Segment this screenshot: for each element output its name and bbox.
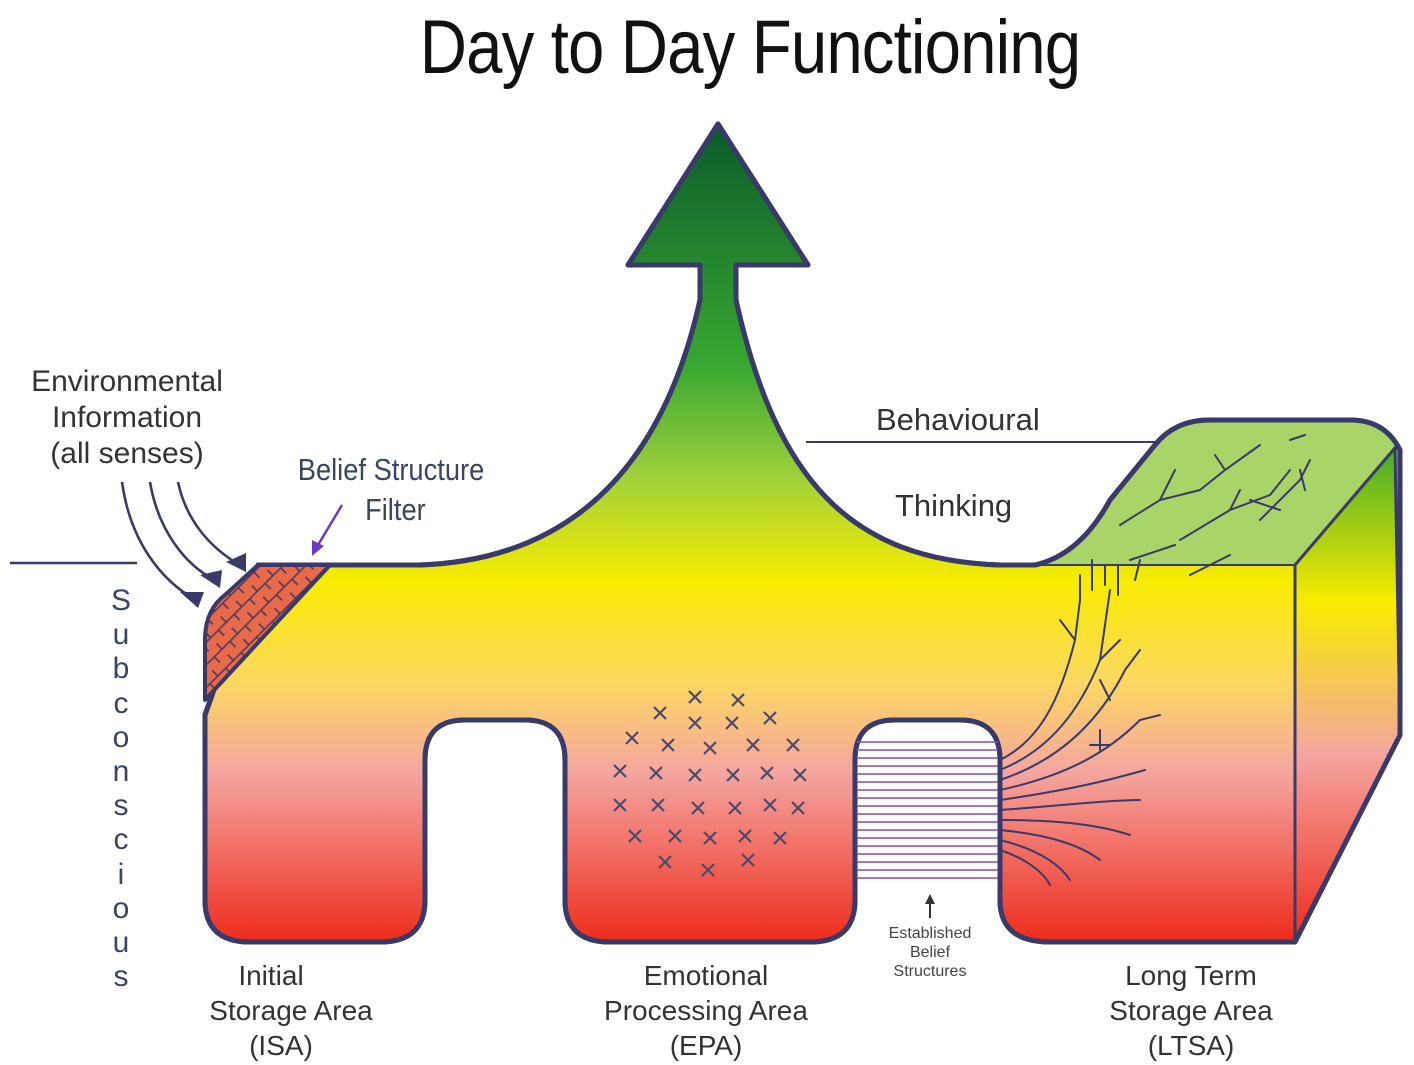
isa-line-1: Initial — [180, 958, 402, 993]
environmental-line-3: (all senses) — [12, 436, 242, 472]
page-title: Day to Day Functioning — [105, 4, 1395, 91]
subconscious-letter: S — [104, 584, 138, 618]
belief-stripes — [857, 742, 998, 878]
epa-line-1: Emotional — [575, 958, 837, 993]
belief-filter-line-1: Belief Structure — [290, 450, 492, 490]
epa-line-3: (EPA) — [575, 1028, 837, 1063]
isa-label: Initial Storage Area (ISA) — [180, 958, 402, 1063]
subconscious-letter: u — [104, 618, 138, 652]
environment-arrows — [122, 482, 240, 600]
subconscious-letter: c — [104, 823, 138, 857]
thinking-label: Thinking — [895, 488, 1012, 524]
subconscious-letter: n — [104, 755, 138, 789]
epa-line-2: Processing Area — [575, 993, 837, 1028]
ltsa-label: Long Term Storage Area (LTSA) — [1080, 958, 1302, 1063]
subconscious-letter: i — [104, 858, 138, 892]
subconscious-letter: s — [104, 789, 138, 823]
epa-label: Emotional Processing Area (EPA) — [575, 958, 837, 1063]
behavioural-label: Behavioural — [876, 402, 1040, 438]
isa-line-2: Storage Area — [180, 993, 402, 1028]
environmental-info-label: Environmental Information (all senses) — [12, 364, 242, 472]
ltsa-line-1: Long Term — [1080, 958, 1302, 993]
subconscious-letter: o — [104, 892, 138, 926]
established-arrow — [925, 894, 935, 918]
ltsa-line-2: Storage Area — [1080, 993, 1302, 1028]
belief-filter-line-2: Filter — [290, 490, 492, 530]
established-label: Established Belief Structures — [866, 924, 994, 981]
isa-line-3: (ISA) — [180, 1028, 402, 1063]
established-line-3: Structures — [866, 962, 994, 981]
environmental-line-1: Environmental — [12, 364, 242, 400]
subconscious-letter: s — [104, 960, 138, 994]
environmental-line-2: Information — [12, 400, 242, 436]
ltsa-line-3: (LTSA) — [1080, 1028, 1302, 1063]
established-line-1: Established — [866, 924, 994, 943]
established-line-2: Belief — [866, 943, 994, 962]
subconscious-letter: c — [104, 687, 138, 721]
belief-filter-label: Belief Structure Filter — [290, 450, 492, 530]
subconscious-letter: b — [104, 652, 138, 686]
subconscious-letter: u — [104, 926, 138, 960]
subconscious-letter: o — [104, 721, 138, 755]
